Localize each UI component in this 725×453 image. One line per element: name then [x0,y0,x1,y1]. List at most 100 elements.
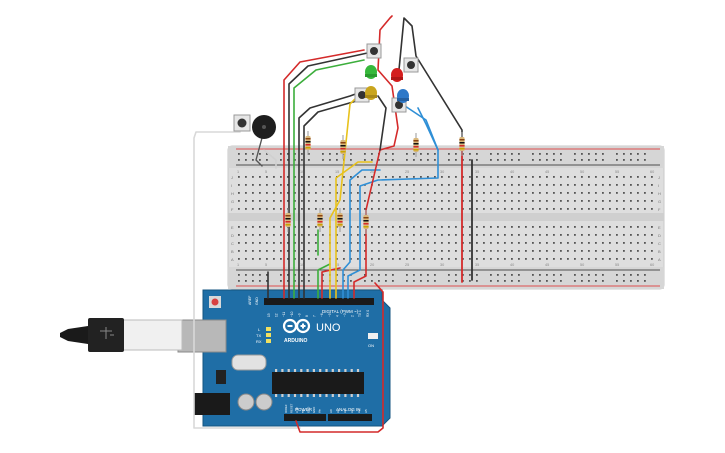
digital-header [264,298,374,305]
resistor-mid-3[interactable] [337,208,343,232]
column-number: 55 [615,263,619,267]
row-letter: G [658,199,661,204]
column-number: 40 [510,170,514,174]
push-button-right[interactable] [403,57,419,73]
board-model: UNO [316,322,341,334]
row-letter: I [658,183,659,188]
wire-blue-pin-2[interactable] [347,107,439,299]
column-number: 5 [265,170,267,174]
row-letter: A [658,257,661,262]
push-button-left[interactable] [233,114,251,132]
row-letter: E [231,225,234,230]
leds[interactable] [365,65,409,103]
digital-pin-label: ~6 [320,313,324,317]
wire-green-pin[interactable] [293,59,365,299]
digital-pin-label: RX 0 [366,310,370,317]
led-blue[interactable] [397,89,409,103]
resistor-top-2[interactable] [340,135,346,159]
resistor-top-4[interactable] [459,132,465,156]
wire-white-2[interactable] [263,149,277,169]
row-letter: E [658,225,661,230]
usb-port [177,319,227,353]
reset-button-cap[interactable] [211,298,219,306]
analog-pin-label: A1 [336,409,340,413]
resistor-top-3[interactable] [413,133,419,157]
row-letter: I [231,183,232,188]
arduino-uno-board[interactable]: UNO ARDUINO DIGITAL (PWM ~) POWER ANALOG… [177,289,391,427]
resistor-mid-2[interactable] [317,208,323,232]
digital-label: DIGITAL (PWM ~) [322,309,359,314]
power-header [284,414,326,421]
column-number: 25 [405,263,409,267]
led-green[interactable] [365,65,377,79]
row-letter: B [658,249,661,254]
power-pin-label: 5V [301,409,305,413]
digital-pin-label: TX 1 [358,310,362,317]
digital-pin-label: 4 [335,315,339,317]
usb-cable[interactable] [60,318,183,352]
gnd-label: GND [255,297,259,305]
digital-pin-label: ~10 [290,311,294,317]
led-yellow[interactable] [365,86,377,100]
column-number: 15 [335,263,339,267]
resistor-mid-1[interactable] [285,208,291,232]
wire-green-bb[interactable] [317,263,331,299]
usb-symbol-icon [100,327,114,339]
wire-red-bb[interactable] [321,267,341,299]
resistor-mid-4[interactable] [363,210,369,234]
wire-yellow-pin[interactable] [329,91,363,299]
on-led [368,333,378,339]
resistors[interactable] [285,131,465,234]
center-channel [228,213,664,221]
usb-plug-metal [119,319,183,351]
column-number: 10 [300,170,304,174]
wire-black-buzzer[interactable] [255,137,263,167]
aref-label: AREF [248,296,252,305]
row-letter: F [231,207,234,212]
column-number: 45 [545,263,549,267]
power-pin-label: IOREF [284,404,288,413]
power-pin-label: RESET [290,403,294,413]
digital-pin-label: ~3 [343,313,347,317]
wire-black-pin[interactable] [288,51,373,299]
row-letter: C [658,241,661,246]
wire-red-pin-2[interactable] [353,15,399,299]
wire-black-top-2[interactable] [377,95,387,151]
push-buttons[interactable] [233,43,419,132]
analog-pin-label: A3 [350,409,354,413]
power-pin-label: Vin [318,409,322,413]
row-letter: A [231,257,234,262]
wire-black-pin-3[interactable] [303,99,361,299]
analog-pin-label: A4 [357,409,361,413]
push-button-top[interactable] [366,43,382,59]
wire-white[interactable] [193,131,301,429]
resistor-top-1[interactable] [305,131,311,155]
piezo-buzzer[interactable] [252,115,276,139]
led-red[interactable] [391,68,403,82]
wires[interactable] [193,15,473,433]
wire-red-pin[interactable] [283,49,365,299]
column-number: 35 [475,170,479,174]
rx-label: RX [256,339,262,344]
l-led [266,327,271,331]
wire-yellow-pin-2[interactable] [335,161,373,299]
row-letter: J [231,175,233,180]
digital-pin-label: ~5 [328,313,332,317]
column-number: 20 [370,170,374,174]
column-number: 50 [580,263,584,267]
usb-cable-strain [60,326,88,344]
crystal [231,354,267,371]
row-letter: G [231,199,234,204]
digital-pin-label: 7 [313,315,317,317]
wire-blue-pin[interactable] [342,169,381,299]
wire-blue-top[interactable] [401,103,439,151]
power-jack [194,393,230,415]
wire-black-top[interactable] [397,17,463,141]
board-brand: ARDUINO [284,338,307,344]
wire-red-5v[interactable] [295,282,384,433]
